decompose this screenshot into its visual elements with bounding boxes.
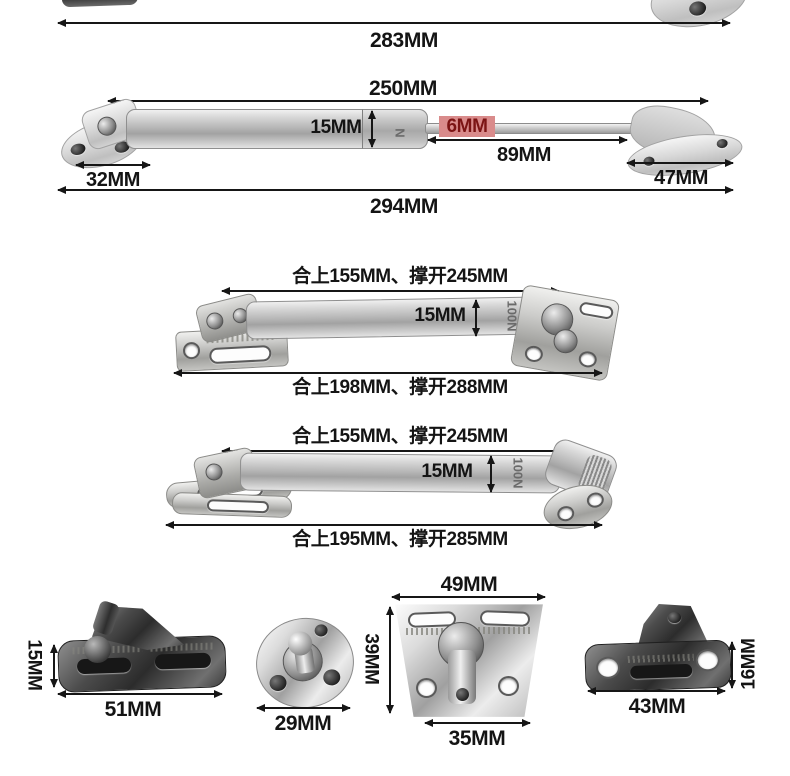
- bracket-c-serration: [406, 628, 456, 635]
- dim-line-15mm: [368, 110, 376, 148]
- bracket-c-hole: [416, 678, 437, 698]
- bracket-d-height-line: [728, 641, 736, 689]
- gas-strut-left-hole: [69, 141, 87, 157]
- cropped-bracket-fragment: [645, 0, 753, 36]
- bracket-a-height-label: 15MM: [23, 639, 45, 691]
- bracket-b-width-line: [256, 704, 351, 712]
- bracket-c-plate: [395, 604, 543, 717]
- bracket-b-hole: [268, 673, 288, 693]
- stay1-right-hole: [577, 349, 599, 369]
- bracket-a-width-line: [57, 690, 223, 698]
- bracket-c-bottom-line: [424, 719, 531, 727]
- bracket-c-height-line: [386, 606, 394, 714]
- bracket-d-plate: [584, 639, 732, 693]
- stay2-base-hole: [555, 504, 576, 523]
- gas-strut-right-hole: [716, 138, 729, 149]
- bracket-d-flap-hole: [668, 612, 681, 623]
- stay2-cylinder-print: 100N: [510, 457, 526, 489]
- bracket-a-ball: [84, 636, 111, 663]
- stay1-right-plate: [509, 284, 621, 382]
- stay2-15mm-label: 15MM: [421, 461, 473, 482]
- bracket-a-width-label: 51MM: [104, 698, 162, 721]
- dim-label-6mm: 6MM: [446, 115, 488, 137]
- bracket-d-width-label: 43MM: [628, 695, 686, 718]
- dim-label-283mm: 283MM: [369, 29, 439, 52]
- dim-line-47mm: [626, 159, 734, 167]
- bracket-c-top-line: [391, 593, 546, 601]
- stay2-top-dim-line: [221, 447, 573, 455]
- stay2-bottom-dim-label: 合上195MM、撑开285MM: [292, 529, 508, 550]
- dim-label-47mm: 47MM: [654, 167, 708, 189]
- bracket-c-stud-hole: [456, 688, 469, 701]
- dim-label-32mm: 32MM: [86, 169, 140, 191]
- dim-line-294mm: [57, 186, 734, 194]
- stay2-bar-lower: [171, 491, 293, 519]
- bracket-d-width-line: [587, 687, 726, 695]
- bracket-a-height-line: [50, 644, 58, 688]
- dim-line-283mm: [57, 19, 731, 27]
- stay2-15mm-line: [487, 455, 495, 493]
- bracket-c-slot: [479, 610, 531, 627]
- cropped-strut-fragment: [61, 0, 139, 8]
- bracket-d-hole: [595, 656, 621, 680]
- stay1-cylinder: [245, 296, 541, 340]
- stay1-15mm-label: 15MM: [414, 305, 466, 326]
- stay2-base-hole: [585, 490, 606, 510]
- stay1-right-slot: [578, 301, 615, 320]
- stay1-top-dim-label: 合上155MM、撑开245MM: [292, 266, 508, 287]
- dim-label-250mm: 250MM: [368, 77, 438, 100]
- bracket-b-hole: [322, 668, 342, 687]
- bracket-c-top-label: 49MM: [440, 573, 498, 596]
- pivot-screw: [94, 114, 119, 139]
- bracket-c-bottom-label: 35MM: [448, 727, 506, 750]
- stay2-bottom-dim-line: [165, 521, 603, 529]
- dim-line-32mm: [75, 161, 151, 169]
- stay1-bottom-dim-label: 合上198MM、撑开288MM: [292, 377, 508, 398]
- stay2-top-dim-label: 合上155MM、撑开245MM: [292, 426, 508, 447]
- stay2-bar-slot: [206, 499, 270, 514]
- rod-diameter-highlight: 6MM: [439, 116, 495, 137]
- bracket-c-stud: [448, 650, 476, 704]
- bracket-d-serration: [627, 653, 694, 664]
- bracket-b-width-label: 29MM: [274, 712, 332, 735]
- bracket-c-height-label: 39MM: [360, 633, 382, 685]
- dim-line-89mm: [427, 136, 628, 144]
- stay1-bottom-dim-line: [173, 369, 603, 377]
- stay1-arm-screw: [204, 310, 226, 332]
- bracket-d-hole: [695, 648, 721, 672]
- bracket-a-slot: [154, 652, 212, 670]
- dim-label-89mm: 89MM: [497, 144, 551, 166]
- dim-line-250mm: [107, 97, 709, 105]
- stay1-plate-slot: [208, 344, 272, 365]
- stay2-clamp-screw: [203, 461, 225, 483]
- stay1-top-dim-line: [221, 287, 560, 295]
- dim-label-294mm: 294MM: [369, 195, 439, 218]
- stay1-15mm-line: [472, 299, 480, 337]
- cylinder-print-n: N: [392, 128, 408, 138]
- stay1-right-hole: [523, 344, 545, 364]
- bracket-c-hole: [498, 676, 519, 696]
- stay1-plate-hole: [182, 341, 201, 360]
- bracket-d-height-label: 16MM: [738, 638, 760, 690]
- dim-label-15mm: 15MM: [310, 117, 362, 138]
- bracket-d-slot: [629, 663, 693, 679]
- bracket-c-serration: [478, 627, 530, 634]
- bracket-b-disc: [250, 611, 360, 715]
- bracket-screw-hole: [687, 0, 708, 18]
- bracket-b-hole: [313, 623, 329, 638]
